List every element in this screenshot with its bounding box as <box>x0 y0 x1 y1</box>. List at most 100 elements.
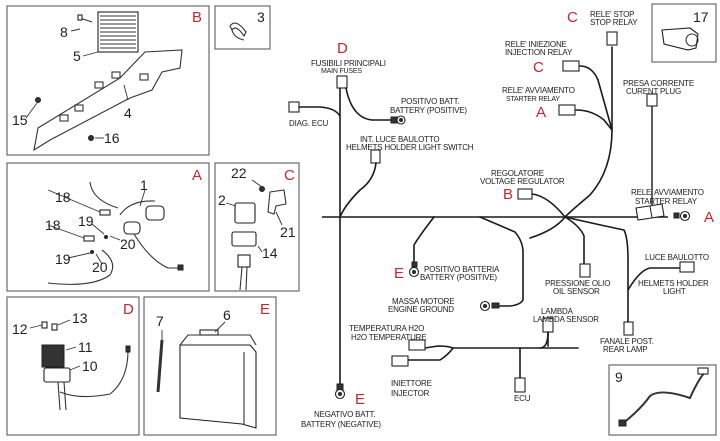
injector-connector[interactable] <box>391 355 409 367</box>
lambda-label-en: LAMBDA SENSOR <box>533 315 599 324</box>
injection-relay-label-it: RELE' INIEZIONE <box>505 40 567 49</box>
part-number-19: 19 <box>55 251 71 267</box>
part-number-10: 10 <box>82 358 98 374</box>
starter-relay-right-letter: A <box>704 209 714 226</box>
part-number-20: 20 <box>120 236 136 252</box>
current-plug-label-it: PRESA CORRENTE <box>623 79 694 88</box>
part-number-12: 12 <box>12 321 28 337</box>
current-plug-connector[interactable] <box>646 93 658 107</box>
main-fuses-connector[interactable] <box>336 75 348 89</box>
helmet-switch-label-it: INT. LUCE BAULOTTO <box>360 135 439 144</box>
wire-part <box>119 200 156 216</box>
part-number-4: 4 <box>124 105 132 121</box>
bolt-part <box>77 14 93 23</box>
voltage-regulator-connector[interactable] <box>517 188 533 200</box>
fuse-part <box>51 323 58 331</box>
engine-ground-label-it: MASSA MOTORE <box>392 297 454 306</box>
panel-3-frame <box>214 5 271 50</box>
panel-a-letter: A <box>192 167 202 184</box>
part-number-19: 19 <box>78 213 94 229</box>
panel-c-letter: C <box>284 167 295 184</box>
part-number-9: 9 <box>615 369 623 385</box>
helmet-light-label-en: HELMETS HOLDER <box>638 279 709 288</box>
voltage-regulator-part <box>97 11 139 53</box>
battery-positive-mid-letter: E <box>394 265 404 282</box>
h2o-temp-label-it: TEMPERATURA H2O <box>349 324 424 333</box>
part-number-22: 22 <box>231 165 247 181</box>
part-number-8: 8 <box>60 24 68 40</box>
starter-relay-part <box>145 205 165 221</box>
harness <box>288 31 695 400</box>
power-socket-part <box>661 27 699 51</box>
panel-a-frame <box>6 162 210 292</box>
battery-negative-label-en: BATTERY (NEGATIVE) <box>301 420 381 429</box>
battery-negative-label-it: NEGATIVO BATT. <box>314 410 375 419</box>
h2o-temp-label-en: H2O TEMPERATURE <box>351 333 426 342</box>
helmet-light-connector[interactable] <box>679 261 695 273</box>
part-number-2: 2 <box>218 192 226 208</box>
oil-sensor-label-en: OIL SENSOR <box>553 287 600 296</box>
bulb-part <box>99 209 111 216</box>
sensor-cable-part <box>621 371 706 425</box>
starter-relay-right-label-it: RELE' AVVIAMENTO <box>631 188 704 197</box>
stop-relay-connector[interactable] <box>606 31 618 46</box>
engine-ground-label-en: ENGINE GROUND <box>388 305 454 314</box>
helmet-switch-label-en: HELMETS HOLDER LIGHT SWITCH <box>346 143 474 152</box>
main-fuses-label-it: FUSIBILI PRINCIPALI <box>311 59 386 68</box>
starter-relay-top-letter: A <box>536 104 546 121</box>
vent-tube-part <box>156 339 164 393</box>
panel-d-frame <box>6 296 140 436</box>
injection-relay-connector[interactable] <box>562 60 580 72</box>
part-number-5: 5 <box>73 48 81 64</box>
main-fuses-letter: D <box>337 40 348 57</box>
battery-positive-mid-label-en: BATTERY (POSITIVE) <box>420 273 497 282</box>
fuse-cable-part <box>59 349 129 398</box>
part-number-11: 11 <box>78 339 93 355</box>
panel-d-letter: D <box>123 301 134 318</box>
fuse-part <box>41 321 48 329</box>
voltage-regulator-letter: B <box>503 186 513 203</box>
panel-b-letter: B <box>192 9 202 26</box>
battery-positive-mid-label-it: POSITIVO BATTERIA <box>424 265 500 274</box>
part-number-6: 6 <box>223 307 231 323</box>
bracket-part <box>267 189 287 215</box>
bulb-part <box>83 235 95 242</box>
labels: D FUSIBILI PRINCIPALI MAIN FUSES DIAG. E… <box>289 9 714 429</box>
part-number-20: 20 <box>92 259 108 275</box>
part-number-17: 17 <box>693 9 709 25</box>
panel-b: B 8 5 4 15 16 <box>6 5 210 156</box>
part-number-14: 14 <box>262 245 278 261</box>
part-number-18: 18 <box>55 189 71 205</box>
part-number-16: 16 <box>104 130 120 146</box>
panel-e-letter: E <box>260 301 270 318</box>
part-number-15: 15 <box>12 112 28 128</box>
connector-part <box>237 254 251 268</box>
panel-e-frame <box>143 296 277 436</box>
panel-d: D 12 13 11 10 <box>6 296 140 436</box>
clip-part <box>229 22 247 38</box>
injector-label-it: INIETTORE <box>391 379 432 388</box>
starter-relay-top-label-it: RELE' AVVIAMENTO <box>502 86 575 95</box>
h2o-temp-connector[interactable] <box>408 339 426 351</box>
oil-sensor-connector[interactable] <box>579 263 591 278</box>
ecu-connector[interactable] <box>514 377 526 393</box>
diag-ecu-connector[interactable] <box>288 101 300 113</box>
screw-part <box>35 97 41 103</box>
relay-housing-part <box>123 221 141 235</box>
bracket-part <box>33 49 183 152</box>
starter-relay-top-connector[interactable] <box>558 104 576 116</box>
panel-c: C 22 2 21 14 <box>214 162 300 292</box>
battery-positive-label-it: POSITIVO BATT. <box>401 97 459 106</box>
rear-lamp-connector[interactable] <box>623 321 634 336</box>
helmet-light-label-en2: LIGHT <box>663 287 686 296</box>
panel-9-frame <box>608 364 717 436</box>
cable-part <box>47 249 114 285</box>
diag-ecu-label: DIAG. ECU <box>289 119 329 128</box>
wire-part <box>89 181 119 209</box>
starter-relay-right-part[interactable] <box>635 203 665 221</box>
panel-17: 17 <box>651 3 717 63</box>
lambda-label-it: LAMBDA <box>541 307 574 316</box>
relay-part <box>234 202 256 224</box>
part-number-3: 3 <box>257 9 265 25</box>
